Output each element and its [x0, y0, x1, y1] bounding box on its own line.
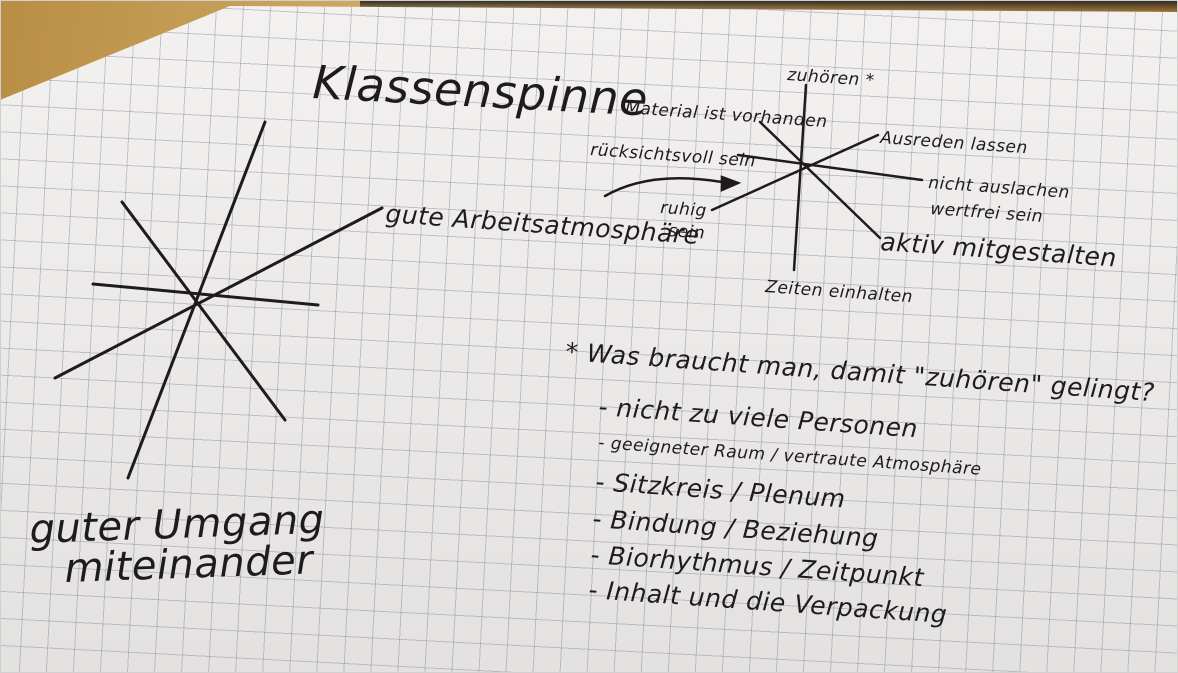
answer-list: - nicht zu viele Personen - geeigneter R…	[588, 392, 983, 629]
right-spider-leg-d1	[758, 120, 882, 240]
right-spider-leg-d2	[710, 133, 880, 212]
left-spider-web	[53, 120, 384, 480]
right-spider-ruecksicht: rücksichtsvoll sein	[590, 140, 757, 172]
right-spider-material: Material ist vorhanden	[625, 98, 828, 132]
left-spider-leg-2	[120, 200, 287, 422]
left-spider-label: gute Arbeitsatmosphäre	[385, 199, 701, 250]
right-spider-web	[603, 83, 924, 272]
right-spider-nicht-2: wertfrei sein	[930, 199, 1044, 227]
right-spider-top: zuhören *	[786, 65, 876, 91]
right-spider-ruhig-1: ruhig	[660, 198, 708, 221]
right-spider-nicht-1: nicht auslachen	[928, 173, 1071, 203]
right-spider-arrow	[603, 176, 724, 198]
right-spider-zeiten: Zeiten einhalten	[764, 277, 914, 307]
title-text: Klassenspinne	[311, 55, 649, 126]
left-spider-leg-4	[53, 206, 384, 380]
left-spider-bottom-line2: miteinander	[64, 537, 316, 592]
right-spider-axis	[792, 83, 808, 272]
left-spider-bottom-line1: guter Umgang	[29, 497, 326, 553]
arrow-head-icon	[720, 175, 742, 192]
right-spider-ausreden: Ausreden lassen	[879, 128, 1029, 158]
right-spider-ruhig-2: sein	[668, 221, 706, 244]
left-spider-leg-3	[91, 282, 320, 307]
right-spider-aktiv: aktiv mitgestalten	[880, 227, 1118, 272]
right-spider-leg-h	[736, 153, 924, 182]
